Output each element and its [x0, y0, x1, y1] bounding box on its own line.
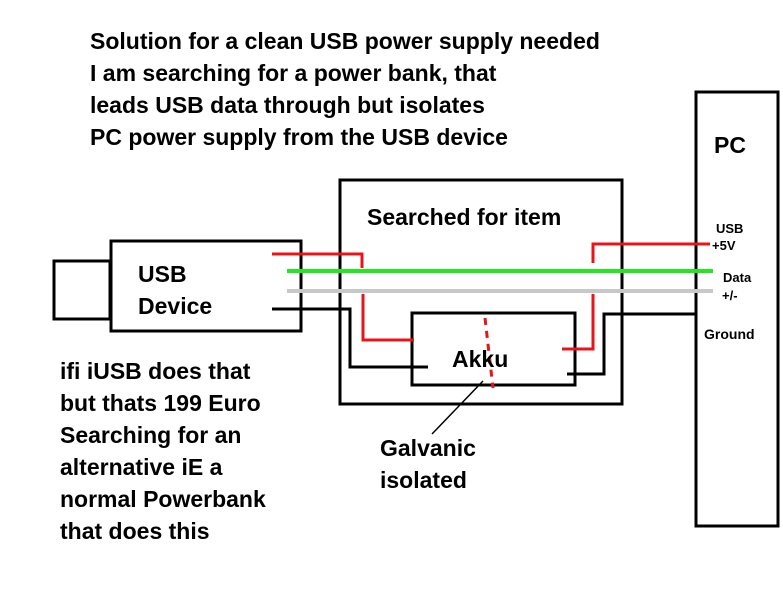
- power-wire-device-akku: [361, 294, 414, 342]
- pc-label: PC: [714, 132, 746, 158]
- side-note-line-4: alternative iE a: [60, 454, 223, 480]
- headline-line-2: I am searching for a power bank, that: [90, 60, 497, 86]
- pin-label-plus5v: +5V: [712, 238, 736, 253]
- power-wire-pc-top: [591, 242, 710, 263]
- headline-line-3: leads USB data through but isolates: [90, 92, 485, 118]
- akku-label: Akku: [452, 346, 508, 372]
- searched-item-label: Searched for item: [367, 204, 561, 230]
- side-note-line-6: that does this: [60, 518, 210, 544]
- galvanic-label-line-2: isolated: [380, 467, 467, 493]
- usb-device-box: [109, 239, 303, 333]
- side-note-line-3: Searching for an: [60, 422, 242, 448]
- headline-line-4: PC power supply from the USB device: [90, 124, 508, 150]
- side-note-line-5: normal Powerbank: [60, 486, 266, 512]
- pin-label-ground: Ground: [704, 326, 755, 342]
- galvanic-label-line-1: Galvanic: [380, 435, 476, 461]
- ground-wire-pc: [567, 312, 696, 376]
- pin-label-data: Data: [723, 270, 752, 285]
- usb-plug: [52, 259, 112, 321]
- pc-box: [694, 90, 780, 528]
- galvanic-pointer: [431, 380, 484, 435]
- power-wire-device-top: [272, 252, 364, 268]
- side-note-line-1: ifi iUSB does that: [60, 358, 251, 384]
- pin-label-plusminus: +/-: [722, 288, 738, 303]
- side-note-line-2: but thats 199 Euro: [60, 390, 261, 416]
- pin-label-usb: USB: [716, 221, 743, 236]
- usb-device-label-line-1: USB: [138, 261, 187, 287]
- headline-line-1: Solution for a clean USB power supply ne…: [90, 28, 600, 54]
- isolation-barrier: [483, 317, 495, 389]
- ground-wire-device: [272, 307, 428, 369]
- usb-device-label-line-2: Device: [138, 293, 212, 319]
- power-wire-pc-akku: [562, 294, 595, 351]
